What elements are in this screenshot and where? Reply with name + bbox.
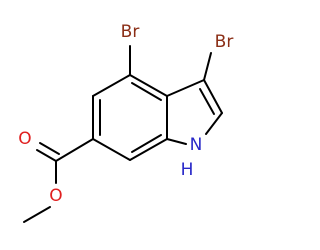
bond-c7-c7a-inner — [131, 134, 162, 153]
bond-c7-c7a — [129, 138, 168, 161]
bond-c4-c5 — [92, 74, 131, 97]
bond-c6-c7 — [92, 138, 131, 161]
atom-bromine-right: Br — [215, 32, 234, 52]
atom-oxygen-ester: O — [49, 186, 62, 206]
bond-c6-carbonyl — [55, 138, 94, 162]
bond-c3-c2-inner — [199, 88, 215, 115]
bond-n-c7a — [166, 138, 187, 145]
bond-c3a-c4 — [129, 74, 168, 97]
bond-carbonyl-o-double-2 — [39, 142, 60, 155]
bond-c3-br — [203, 52, 212, 81]
bond-c3-c2 — [203, 79, 223, 114]
molecule-structure: Br Br O O N H — [18, 22, 234, 223]
ester-group — [23, 138, 94, 223]
bond-c3a-c4-inner — [131, 82, 162, 101]
bond-c2-n — [205, 112, 223, 135]
atom-nitrogen: N — [190, 135, 203, 155]
atom-nitrogen-hydrogen: H — [181, 160, 194, 180]
bond-o-methyl — [23, 206, 51, 223]
atom-oxygen-carbonyl: O — [18, 129, 31, 149]
benzene-ring — [92, 74, 168, 161]
bond-carbonyl-o-double-1 — [36, 149, 57, 162]
bond-c3a-c3 — [166, 79, 205, 97]
pyrrole-ring — [166, 79, 223, 145]
atom-bromine-top: Br — [121, 22, 140, 42]
